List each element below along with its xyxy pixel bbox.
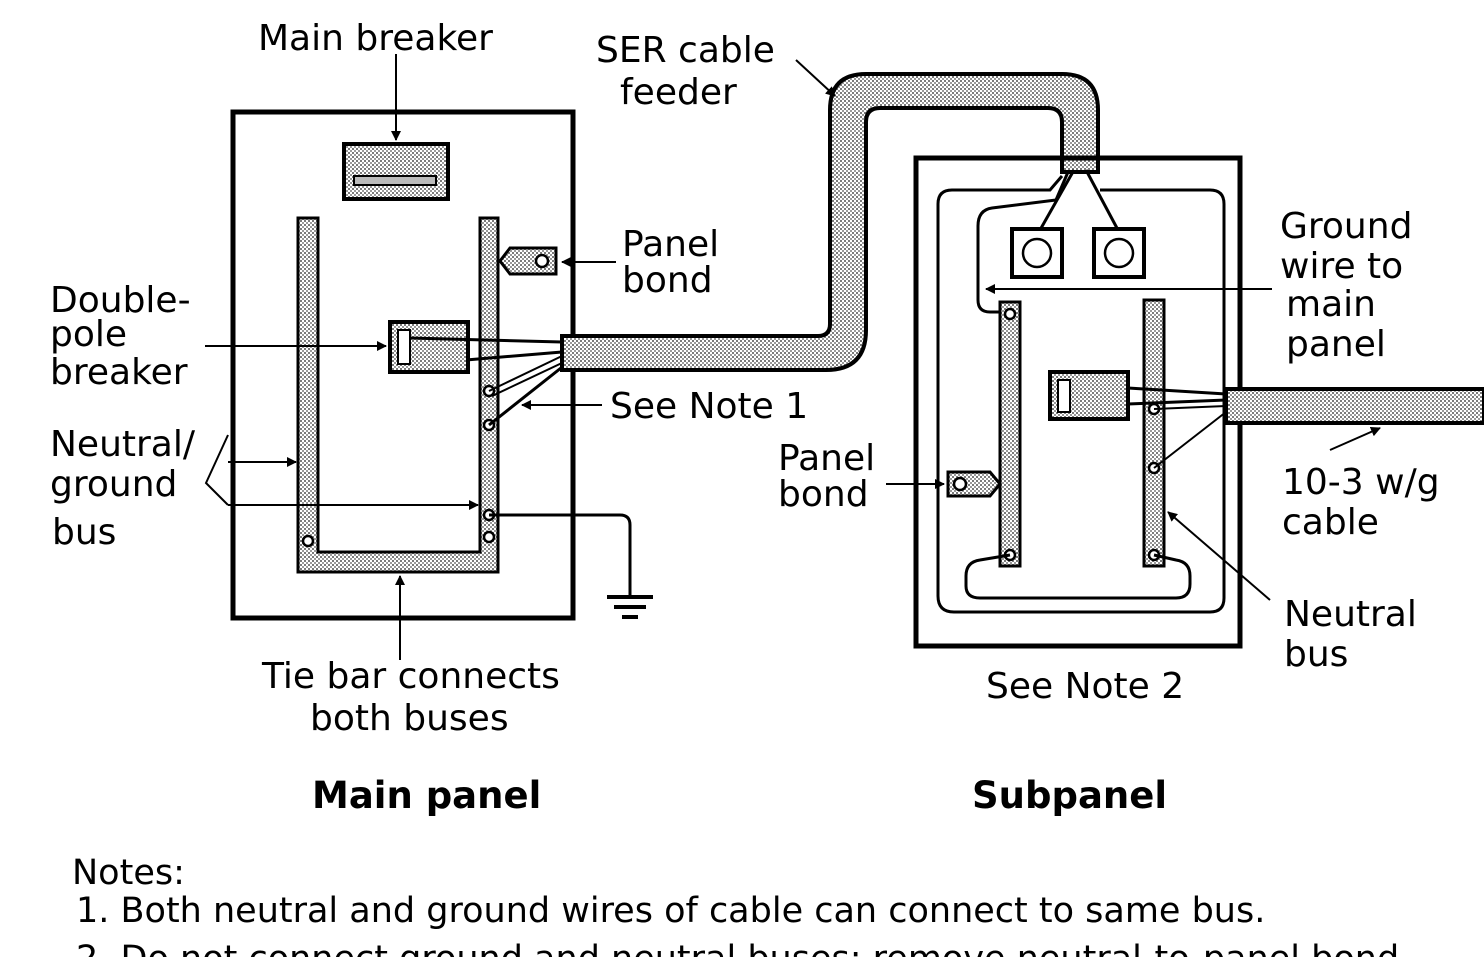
neutral-ground-bus bbox=[296, 216, 500, 574]
branch-cable-10-3 bbox=[1224, 387, 1484, 425]
subpanel-bottom-wire bbox=[964, 553, 1192, 600]
label-ground-wire-4: panel bbox=[1286, 324, 1386, 365]
label-neutral-bus-2: bus bbox=[1284, 634, 1348, 675]
subpanel-breaker bbox=[1048, 370, 1130, 421]
label-panel-bond-sub-2: bond bbox=[778, 474, 869, 515]
label-ground-wire-1: Ground bbox=[1280, 206, 1412, 247]
label-double-pole-3: breaker bbox=[50, 352, 188, 393]
label-panel-bond-main-2: bond bbox=[622, 260, 713, 301]
ser-conductors-main bbox=[409, 336, 567, 427]
label-cable-2: cable bbox=[1282, 502, 1379, 543]
panel-bond-main bbox=[498, 246, 558, 276]
label-panel-bond-main-1: Panel bbox=[622, 224, 719, 265]
subpanel-neutral-bus bbox=[1142, 298, 1166, 568]
labels: Main breaker SER cable feeder Panel bond… bbox=[50, 18, 1440, 957]
label-neutral-ground-3: bus bbox=[52, 512, 116, 553]
label-panel-bond-sub-1: Panel bbox=[778, 438, 875, 479]
label-main-breaker: Main breaker bbox=[258, 18, 493, 59]
label-double-pole-2: pole bbox=[50, 314, 127, 355]
main-panel bbox=[230, 109, 653, 621]
leader-arrows bbox=[204, 54, 1381, 660]
subpanel-ground-wire bbox=[936, 175, 1226, 614]
subpanel-ground-bus bbox=[998, 300, 1022, 568]
label-double-pole-1: Double- bbox=[50, 280, 191, 321]
title-main-panel: Main panel bbox=[312, 774, 541, 817]
label-tie-bar-1: Tie bar connects bbox=[261, 656, 560, 697]
note-1: 1. Both neutral and ground wires of cabl… bbox=[76, 891, 1265, 931]
label-see-note-1: See Note 1 bbox=[610, 386, 808, 427]
double-pole-breaker bbox=[388, 320, 470, 374]
note-2: 2. Do not connect ground and neutral bus… bbox=[76, 939, 1399, 957]
panel-bond-sub bbox=[946, 470, 1002, 498]
grounding-electrode-wire bbox=[489, 513, 632, 596]
bus-terminal-screws bbox=[301, 384, 496, 548]
label-cable-1: 10-3 w/g bbox=[1282, 462, 1440, 503]
label-see-note-2: See Note 2 bbox=[986, 666, 1184, 707]
notes-heading: Notes: bbox=[72, 853, 185, 893]
ground-symbol-icon bbox=[607, 595, 653, 619]
title-subpanel: Subpanel bbox=[972, 774, 1167, 817]
branch-conductors bbox=[1127, 386, 1227, 469]
label-ground-wire-3: main bbox=[1286, 284, 1376, 325]
label-neutral-ground-1: Neutral/ bbox=[50, 424, 196, 465]
label-ser-cable: SER cable bbox=[596, 30, 775, 71]
label-neutral-ground-2: ground bbox=[50, 464, 177, 505]
label-ser-feeder: feeder bbox=[620, 72, 737, 113]
ser-cable-feeder bbox=[560, 72, 1100, 372]
main-breaker bbox=[342, 142, 450, 201]
label-ground-wire-2: wire to bbox=[1280, 246, 1403, 287]
label-tie-bar-2: both buses bbox=[310, 698, 509, 739]
feeder-lugs bbox=[976, 169, 1146, 314]
label-neutral-bus-1: Neutral bbox=[1284, 594, 1417, 635]
subpanel bbox=[913, 155, 1243, 649]
